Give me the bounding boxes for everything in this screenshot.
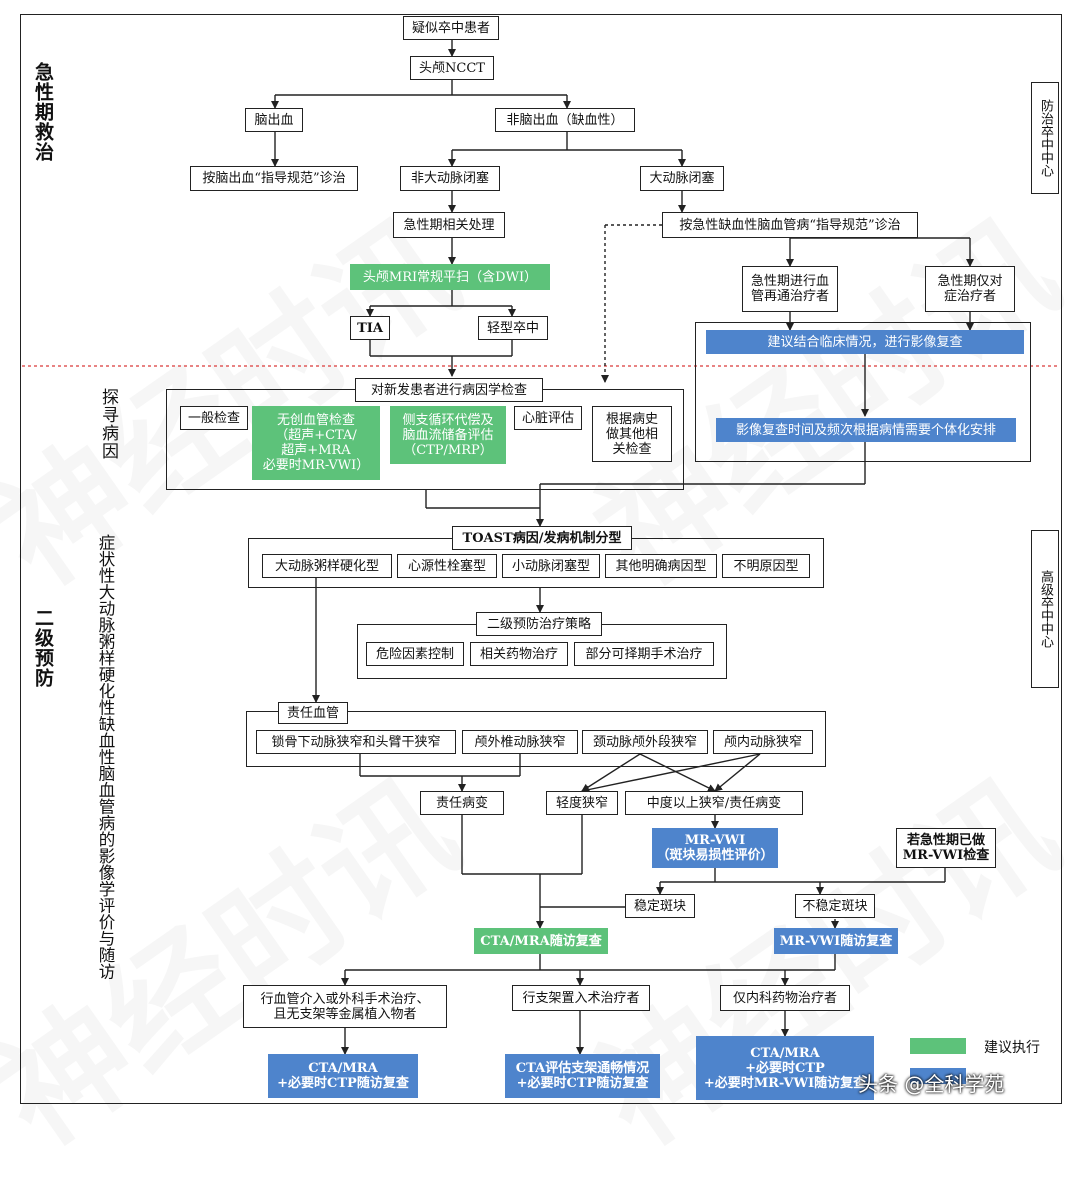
revascularization-box: 急性期进行血 管再通治疗者 [742, 266, 838, 312]
toast-unknown-box: 不明原因型 [722, 554, 810, 578]
drug-therapy-box: 相关药物治疗 [470, 642, 568, 666]
source-watermark: 头条 @全科学苑 [858, 1072, 1005, 1096]
toast-other-box: 其他明确病因型 [605, 554, 717, 578]
interventional-treatment-box: 行血管介入或外科手术治疗、 且无支架等金属植入物者 [243, 985, 447, 1028]
symptomatic-treatment-box: 急性期仅对 症治疗者 [925, 266, 1015, 312]
collateral-assessment-box: 侧支循环代偿及 脑血流储备评估 （CTP/MRP） [390, 406, 506, 464]
prevention-center-label: 防治卒中中心 [1031, 82, 1059, 194]
toast-ce-box: 心源性栓塞型 [397, 554, 497, 578]
stable-plaque-box: 稳定斑块 [625, 894, 695, 918]
toast-laa-box: 大动脉粥样硬化型 [262, 554, 392, 578]
section-explore-label: 探寻病因 [98, 388, 118, 460]
final-followup-a-box: CTA/MRA +必要时CTP随访复查 [268, 1054, 418, 1098]
noninvasive-vessel-box: 无创血管检查 （超声+CTA/ 超声+MRA 必要时MR-VWI） [252, 406, 380, 480]
general-exam-box: 一般检查 [180, 406, 248, 430]
intracranial-stenosis-box: 颅内动脉狭窄 [713, 730, 813, 754]
advanced-center-label: 高级卒中中心 [1031, 530, 1059, 688]
section-description: 症状性大动脉粥样硬化性缺血性脑血管病的影像学评价与随访 [96, 534, 115, 980]
ncct-box: 头颅NCCT [410, 56, 494, 80]
mri-scan-box: 头颅MRI常规平扫（含DWI） [350, 264, 550, 290]
connector-lines [22, 40, 1060, 1055]
acute-mrvwi-box: 若急性期已做 MR-VWI检查 [896, 828, 996, 868]
mild-stenosis-box: 轻度狭窄 [546, 791, 618, 815]
secondary-strategy-box: 二级预防治疗策略 [476, 612, 602, 636]
section-secondary-label: 二级预防 [32, 608, 54, 688]
risk-control-box: 危险因素控制 [366, 642, 464, 666]
final-followup-c-box: CTA/MRA +必要时CTP +必要时MR-VWI随访复查 [696, 1036, 874, 1100]
recheck-schedule-box: 影像复查时间及频次根据病情需要个体化安排 [716, 418, 1016, 442]
medical-treatment-box: 仅内科药物治疗者 [720, 985, 850, 1011]
non-hemorrhage-box: 非脑出血（缺血性） [495, 108, 635, 132]
cardiac-assessment-box: 心脏评估 [514, 406, 582, 430]
culprit-vessel-box: 责任血管 [278, 702, 348, 724]
culprit-lesion-box: 责任病变 [420, 791, 504, 815]
etiology-exam-box: 对新发患者进行病因学检查 [355, 378, 543, 402]
diagram-frame [20, 14, 1062, 1104]
history-exam-box: 根据病史 做其他相 关检查 [592, 406, 672, 462]
legend-green-swatch [910, 1038, 966, 1054]
surgery-option-box: 部分可择期手术治疗 [574, 642, 714, 666]
legend-green-label: 建议执行 [984, 1040, 1040, 1056]
toast-sao-box: 小动脉闭塞型 [502, 554, 600, 578]
mrvwi-box: MR-VWI （斑块易损性评价） [652, 828, 778, 868]
carotid-stenosis-box: 颈动脉颅外段狭窄 [582, 730, 708, 754]
subclavian-stenosis-box: 锁骨下动脉狭窄和头臂干狭窄 [256, 730, 456, 754]
imaging-recheck-box: 建议结合临床情况，进行影像复查 [706, 330, 1024, 354]
ischemic-guide-box: 按急性缺血性脑血管病“指导规范”诊治 [662, 212, 918, 238]
acute-recheck-group [695, 322, 1031, 462]
minor-stroke-box: 轻型卒中 [478, 316, 548, 340]
cta-mra-followup-box: CTA/MRA随访复查 [474, 928, 608, 954]
moderate-stenosis-box: 中度以上狭窄/责任病变 [625, 791, 803, 815]
final-followup-b-box: CTA评估支架通畅情况 +必要时CTP随访复查 [505, 1054, 660, 1098]
stent-treatment-box: 行支架置入术治疗者 [512, 985, 650, 1011]
unstable-plaque-box: 不稳定斑块 [795, 894, 875, 918]
section-acute-label: 急性期救治 [32, 62, 54, 162]
culprit-vessel-group [246, 711, 826, 767]
suspected-stroke-box: 疑似卒中患者 [403, 16, 499, 40]
mrvwi-followup-box: MR-VWI随访复查 [774, 928, 898, 954]
vertebral-stenosis-box: 颅外椎动脉狭窄 [462, 730, 578, 754]
acute-treatment-box: 急性期相关处理 [393, 212, 505, 238]
large-occlusion-box: 大动脉闭塞 [640, 166, 724, 191]
toast-box: TOAST病因/发病机制分型 [452, 526, 632, 550]
non-large-occlusion-box: 非大动脉闭塞 [400, 166, 500, 191]
tia-box: TIA [350, 316, 390, 340]
legend-blue-swatch [910, 1068, 966, 1084]
hemorrhage-guide-box: 按脑出血“指导规范”诊治 [190, 166, 358, 191]
hemorrhage-box: 脑出血 [245, 108, 303, 132]
